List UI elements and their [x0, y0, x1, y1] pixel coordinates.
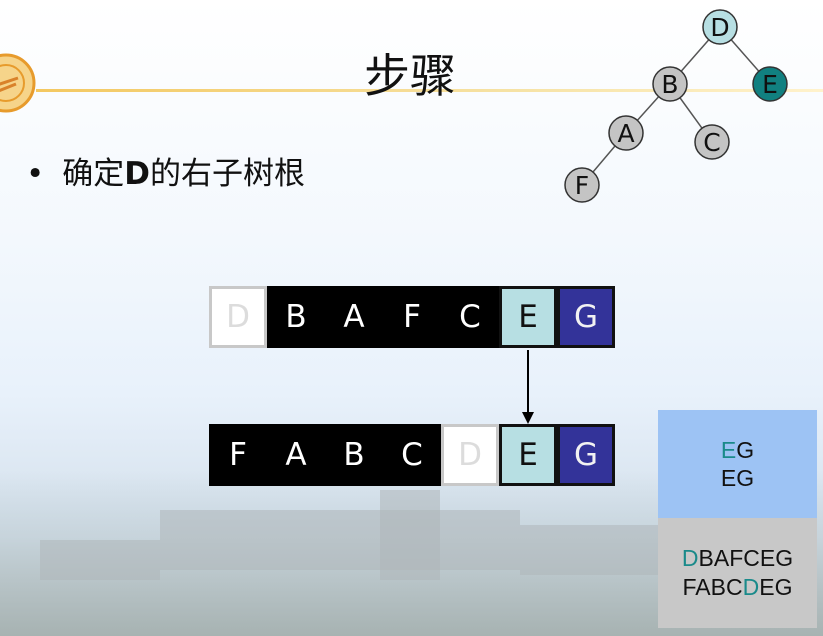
tree-node-d [702, 9, 738, 45]
inorder-cell-b: B [325, 424, 383, 486]
full-preorder-rest: BAFCEG [698, 545, 794, 571]
tree-node-a [608, 115, 644, 151]
tree-node-b [652, 66, 688, 102]
full-inorder-right: EG [759, 574, 793, 600]
full-inorder-root: D [742, 574, 760, 600]
preorder-cell-f: F [383, 286, 441, 348]
preorder-cell-c: C [441, 286, 499, 348]
full-preorder-root: D [681, 545, 699, 571]
inorder-cell-e: E [499, 424, 557, 486]
inorder-cell-f: F [209, 424, 267, 486]
preorder-cell-b: B [267, 286, 325, 348]
full-inorder-left: FABC [682, 574, 743, 600]
full-inorder: FABCDEG [683, 573, 793, 602]
preorder-cell-a: A [325, 286, 383, 348]
subtree-preorder-root: E [720, 437, 737, 463]
inorder-cell-d: D [441, 424, 499, 486]
preorder-cell-d: D [209, 286, 267, 348]
bullet-point: • 确定D的右子树根 [26, 154, 305, 194]
tree-node-label-b: B [661, 70, 678, 99]
subtree-inorder: EG [720, 465, 755, 491]
subtree-preorder-rest: G [736, 437, 755, 463]
full-tree-panel: DBAFCEG FABCDEG [658, 518, 817, 628]
tree-node-c [694, 124, 730, 160]
inorder-cell-g: G [557, 424, 615, 486]
subtree-panel: EG EG [658, 410, 817, 518]
tree-node-f [564, 167, 600, 203]
tree-node-label-c: C [703, 128, 720, 157]
tree-node-label-d: D [710, 13, 729, 42]
bullet-text-prefix: 确定 [62, 156, 125, 192]
mapping-arrowhead [522, 412, 534, 424]
title-underline [36, 89, 823, 92]
inorder-cell-a: A [267, 424, 325, 486]
tree-node-label-e: E [762, 70, 778, 99]
inorder-cell-c: C [383, 424, 441, 486]
bullet-text-suffix: 的右子树根 [150, 156, 306, 192]
subtree-preorder: EG [721, 436, 754, 464]
tree-node-e [752, 66, 788, 102]
tree-node-label-f: F [575, 171, 589, 200]
university-logo-icon [0, 53, 36, 113]
preorder-cell-g: G [557, 286, 615, 348]
tree-node-label-a: A [617, 119, 634, 148]
bullet-text-bold: D [124, 156, 151, 192]
full-preorder: DBAFCEG [682, 544, 793, 573]
preorder-cell-e: E [499, 286, 557, 348]
bullet-dot: • [26, 156, 45, 192]
slide-title: 步骤 [364, 49, 456, 103]
